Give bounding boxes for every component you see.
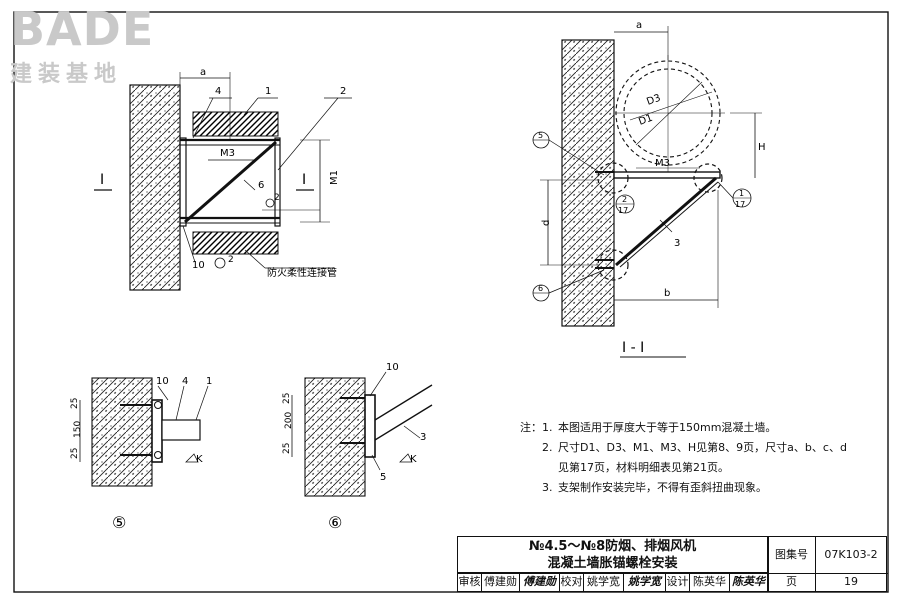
notes-block: 注： 1.本图适用于厚度大于等于150mm混凝土墙。 2.尺寸D1、D3、M1、… (520, 418, 850, 498)
plan-view: a M3 M1 I I 4 1 2 6 2 10 2 防火柔性连接管 (94, 67, 352, 291)
drawing-title-line2: 混凝土墙胀锚螺栓安装 (547, 556, 678, 571)
flex-pipe-label: 防火柔性连接管 (267, 266, 337, 279)
designer-name: 陈英华 (690, 573, 730, 591)
callout-17-b: 17 (735, 200, 745, 209)
callout-17-a: 17 (618, 206, 628, 215)
callout-1-section: 1 (739, 189, 744, 198)
note-item: 3.支架制作安装完毕，不得有歪斜扭曲现象。 (542, 481, 767, 494)
review-label: 审核 (458, 573, 482, 591)
callout-5-d6: 5 (380, 472, 386, 483)
atlas-label: 图集号 (768, 537, 816, 573)
callout-3-section: 3 (674, 238, 680, 249)
callout-2-ref-b: 2 (228, 255, 234, 265)
section-title: I - I (622, 340, 644, 356)
reviewer-name: 傅建勋 (482, 573, 520, 591)
callout-2-ref: 2 (274, 193, 280, 203)
section-view: D3 D1 a H M3 d b 5 (532, 20, 766, 358)
callout-1-d5: 1 (206, 376, 212, 387)
notes-header: 注： (520, 421, 542, 434)
page-label: 页 (768, 573, 816, 591)
weld-k-d6: K (410, 454, 417, 465)
callout-4-d5: 4 (182, 376, 188, 387)
callout-2: 2 (340, 86, 346, 97)
insulation-top (192, 111, 279, 137)
label-m3-section: M3 (655, 158, 670, 169)
dim-150: 150 (73, 421, 83, 438)
label-a-section: a (636, 20, 642, 31)
callout-10: 10 (192, 260, 205, 271)
dim-200: 200 (284, 412, 294, 429)
note-item: 2.尺寸D1、D3、M1、M3、H见第8、9页，尺寸a、b、c、d (542, 441, 847, 454)
callout-6-section: 6 (538, 284, 543, 293)
callout-10-d6: 10 (386, 362, 399, 373)
atlas-number: 07K103-2 (824, 548, 878, 561)
label-a: a (200, 67, 206, 78)
label-h: H (758, 142, 766, 153)
drawing-title-line1: №4.5～№8防烟、排烟风机 (528, 539, 697, 554)
insulation-bottom (192, 231, 279, 255)
label-m1: M1 (329, 170, 340, 185)
frame-border (13, 11, 889, 593)
callout-3-d6: 3 (420, 432, 426, 443)
brace-diagonal (184, 140, 277, 224)
weld-k-d5: K (196, 454, 203, 465)
label-d: d (541, 220, 552, 226)
wall-section (561, 39, 615, 327)
label-b: b (664, 288, 670, 299)
label-m3: M3 (220, 148, 235, 159)
check-label: 校对 (560, 573, 584, 591)
detail-5-label: ⑤ (112, 513, 126, 532)
detail-6-label: ⑥ (328, 513, 342, 532)
checker-signature: 姚学宽 (624, 573, 666, 591)
callout-1: 1 (265, 86, 271, 97)
note-item: 见第17页，材料明细表见第21页。 (558, 461, 729, 474)
note-item: 1.本图适用于厚度大于等于150mm混凝土墙。 (542, 421, 777, 434)
page-number: 19 (844, 575, 858, 588)
notes-list: 1.本图适用于厚度大于等于150mm混凝土墙。 2.尺寸D1、D3、M1、M3、… (520, 418, 850, 498)
drawing-title: №4.5～№8防烟、排烟风机 混凝土墙胀锚螺栓安装 (458, 537, 768, 573)
callout-2-section: 2 (622, 195, 627, 204)
callout-6: 6 (258, 180, 264, 191)
wall-left (129, 84, 181, 291)
title-block: №4.5～№8防烟、排烟风机 混凝土墙胀锚螺栓安装 图集号 07K103-2 审… (457, 536, 888, 592)
callout-5-section: 5 (538, 131, 543, 140)
detail-5: 25 150 25 10 4 1 K ⑤ (70, 376, 212, 532)
design-label: 设计 (666, 573, 690, 591)
label-d3: D3 (645, 93, 662, 108)
designer-signature: 陈英华 (730, 573, 768, 591)
callout-4: 4 (215, 86, 221, 97)
dim-25-c: 25 (282, 393, 292, 404)
detail-6: 25 200 25 10 3 5 K ⑥ (282, 362, 433, 532)
label-d1: D1 (637, 113, 654, 128)
callout-10-d5: 10 (156, 376, 169, 387)
dim-25-b: 25 (70, 448, 80, 459)
checker-name: 姚学宽 (584, 573, 624, 591)
dim-25-d: 25 (282, 443, 292, 454)
section-mark-left: I (100, 172, 104, 188)
section-mark-right: I (302, 172, 306, 188)
reviewer-signature: 傅建勋 (520, 573, 560, 591)
dim-25-a: 25 (70, 398, 80, 409)
